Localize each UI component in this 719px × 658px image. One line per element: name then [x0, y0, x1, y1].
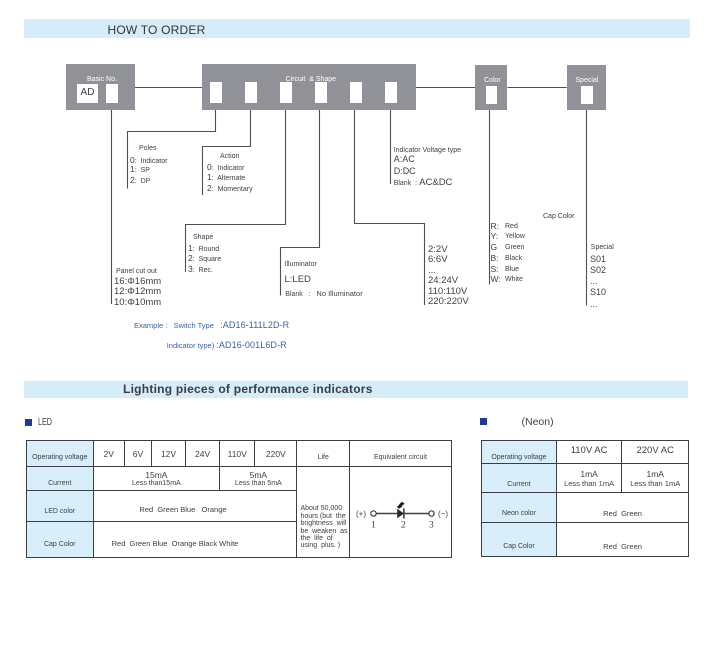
svg-text:2: 2 — [401, 520, 406, 530]
svg-text:1: 1 — [371, 520, 376, 530]
svg-text:(+): (+) — [356, 509, 366, 518]
svg-text:3: 3 — [429, 520, 434, 530]
svg-text:(−): (−) — [438, 509, 448, 518]
